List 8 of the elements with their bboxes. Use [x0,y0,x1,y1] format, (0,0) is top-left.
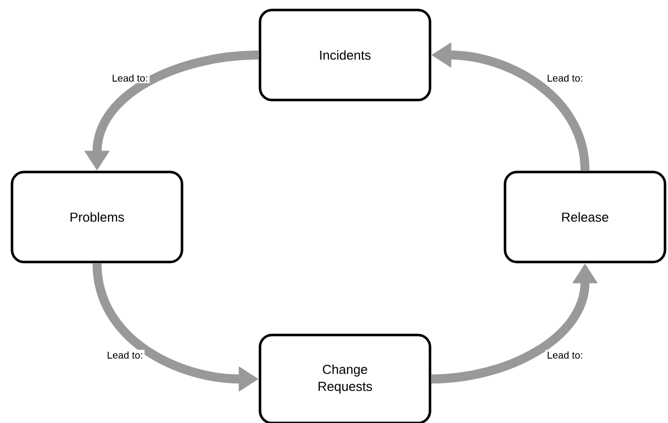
edge-label: Lead to: [545,350,585,360]
process-box: Incidents [258,8,432,102]
process-box: Problems [10,170,184,264]
process-box: Change Requests [258,334,432,423]
edge-label: Lead to: [110,72,150,84]
edge-label: Lead to: [105,350,145,360]
process-box: Release [504,170,666,264]
edge-label: Lead to: [545,72,585,84]
